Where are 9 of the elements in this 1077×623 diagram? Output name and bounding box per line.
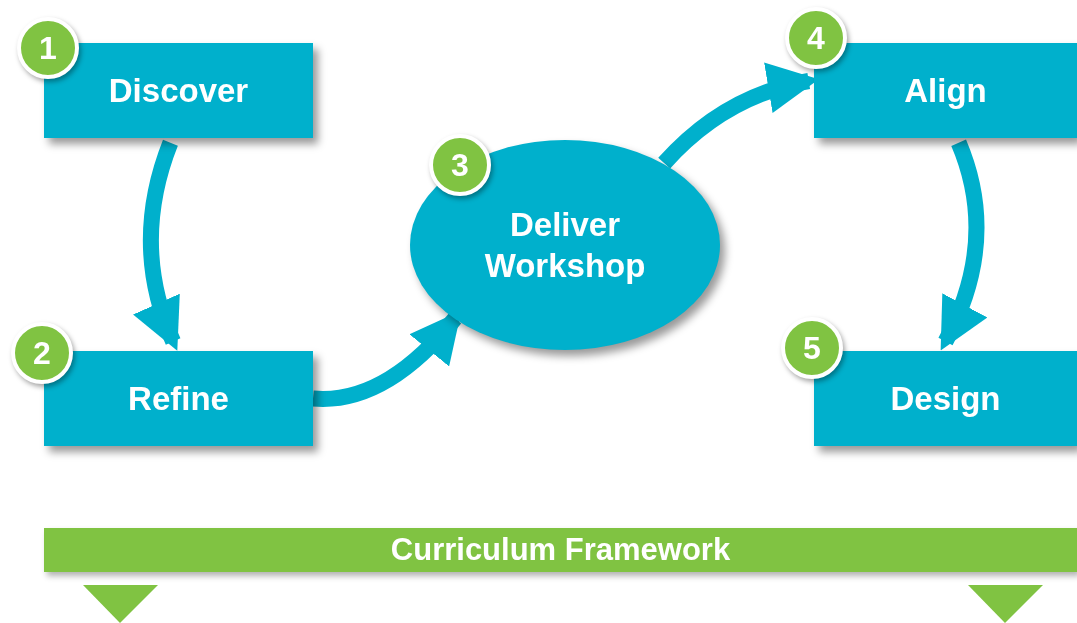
node-label: Align bbox=[904, 70, 987, 111]
curved-arrow bbox=[133, 140, 182, 351]
node-label: Discover bbox=[108, 70, 249, 111]
banner-bar bbox=[44, 528, 1077, 572]
curved-arrow bbox=[938, 139, 987, 351]
node-label: Refine bbox=[128, 378, 229, 419]
node-label: Deliver Workshop bbox=[483, 204, 647, 286]
node-label: Design bbox=[890, 378, 1001, 419]
node-label: Curriculum Framework bbox=[390, 530, 731, 569]
